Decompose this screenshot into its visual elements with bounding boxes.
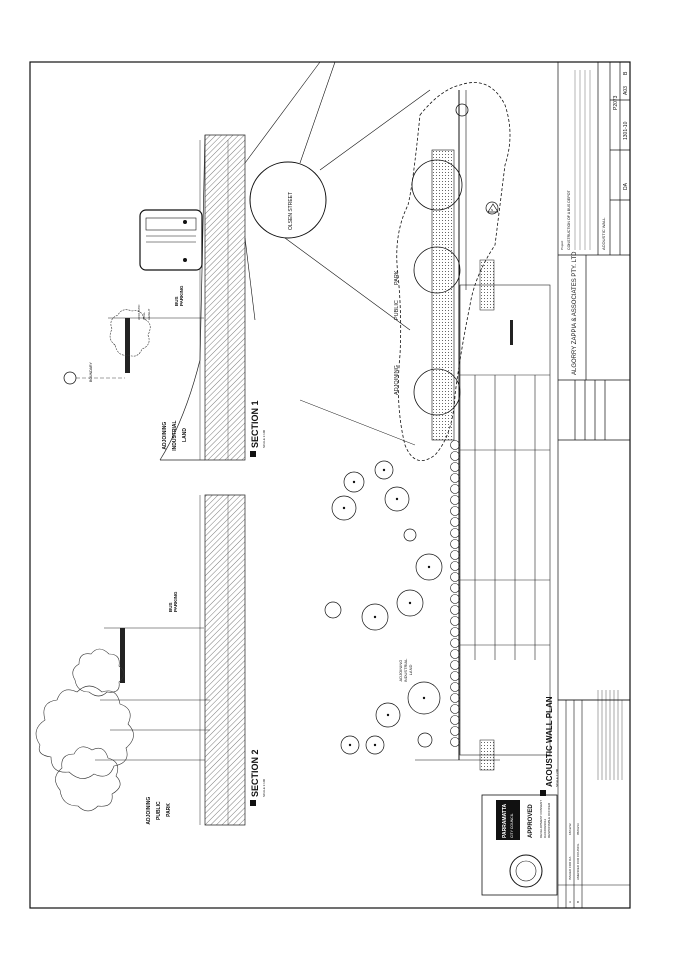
- bus-icon: [139, 209, 203, 271]
- section-1: BOUNDARY BUS PARKING ACOUSTIC WALL HEIGH…: [63, 134, 266, 461]
- landscape-zone: [396, 82, 511, 462]
- council-name-2: CITY COUNCIL: [510, 813, 514, 838]
- section-1-scale: SCALE 1:100: [262, 429, 266, 448]
- drawing-title: ACOUSTIC WALL: [601, 217, 606, 250]
- boundary-label: BOUNDARY: [89, 362, 93, 382]
- sheet-border: [29, 61, 631, 909]
- wall-bead-row: [450, 440, 460, 747]
- street-label: OLSEN STREET: [288, 192, 294, 230]
- drawing-number: 1301-10: [623, 121, 629, 140]
- notes-block: [597, 690, 623, 780]
- section-2-park-label: ADJOINING PUBLIC PARK: [146, 795, 172, 824]
- plan-industrial-label: ADJOINING INDUSTRIAL LAND: [398, 658, 413, 683]
- project-heading: Project: [560, 240, 564, 250]
- project-desc: CONSTRUCTION OF A BUS DEPOT: [567, 189, 571, 250]
- plan-park-label: ADJOINING: [394, 365, 400, 395]
- job-number: P2073: [613, 95, 619, 110]
- rev-a-desc: ISSUED FOR DA: [568, 857, 572, 880]
- rev-b: B: [576, 901, 580, 903]
- bus-parking-label: BUS PARKING: [174, 285, 184, 306]
- acoustic-wall-plan: OLSEN STREET: [244, 61, 559, 796]
- plan-title: ACOUSTIC WALL PLAN: [545, 696, 554, 787]
- section-1-land-label: ADJOINING INDUSTRIAL LAND: [162, 419, 188, 451]
- plan-park-label-2: PUBLIC: [394, 300, 400, 320]
- section-1-title: SECTION 1: [250, 400, 260, 448]
- sheet-number: A03: [623, 86, 629, 95]
- stamp-detail: DEVELOPMENT CONSENT DA/1000/2012 RESPONS…: [539, 799, 551, 838]
- council-name: PARRAMATTA: [502, 803, 508, 838]
- stamp-status: APPROVED: [528, 804, 534, 838]
- firm-name: ALGORRY ZAPPIA & ASSOCIATES PTY. LTD: [572, 251, 578, 375]
- rev-b-desc: AMENDED FOR COUNCIL: [576, 843, 580, 880]
- plan-park-label-3: PARK: [394, 270, 400, 285]
- tree-canopy-icon: [35, 648, 134, 812]
- rev-b-date: 05/03/13: [576, 823, 580, 835]
- svg-text:WALL: WALL: [142, 312, 146, 320]
- svg-text:N: N: [491, 208, 493, 212]
- rev-a-date: 18/12/12: [568, 823, 572, 835]
- council-seal-icon: [509, 854, 543, 888]
- north-arrow-icon: N: [487, 203, 499, 213]
- stage-label: DA: [623, 182, 629, 190]
- council-stamp: PARRAMATTA CITY COUNCIL APPROVED DEVELOP…: [481, 794, 558, 896]
- cul-de-sac: [249, 161, 327, 239]
- svg-text:ACOUSTIC: ACOUSTIC: [137, 304, 141, 320]
- bus-parking-label-2: BUS PARKING: [168, 591, 178, 612]
- section-2-scale: SCALE 1:100: [262, 778, 266, 797]
- rev-a: A: [568, 901, 572, 903]
- revision-letter: B: [623, 71, 629, 75]
- title-block: [557, 61, 631, 701]
- section-2-title: SECTION 2: [250, 749, 260, 797]
- section-2: BUS PARKING ADJOINING PUBLIC PARK SECTIO…: [35, 494, 266, 826]
- svg-text:HEIGHT: HEIGHT: [147, 308, 151, 320]
- plan-scale: SCALE 1:200: [555, 768, 559, 787]
- scattered-trees: [324, 201, 499, 755]
